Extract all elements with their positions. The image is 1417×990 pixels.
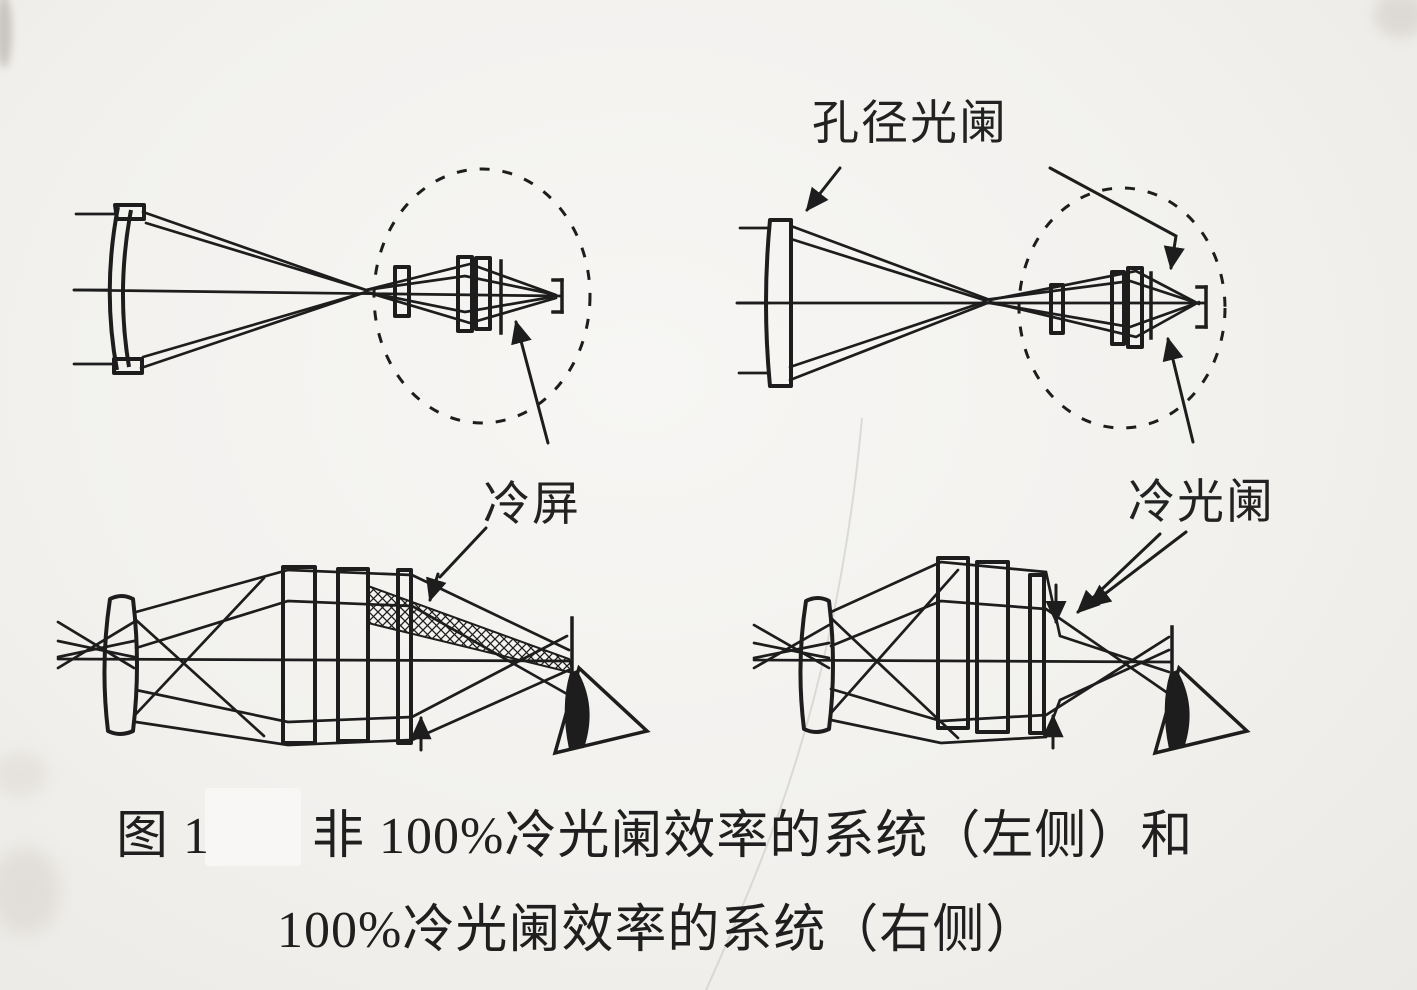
objective-mirror — [107, 203, 146, 375]
cold-shield-aperture-arrows — [410, 526, 488, 752]
detector — [551, 278, 564, 314]
field-lens — [1049, 283, 1065, 335]
aperture-stop-label: 孔径光阑 — [812, 98, 1008, 150]
cold-shield-label: 冷屏 — [483, 479, 581, 531]
lens-group — [936, 556, 1010, 734]
dewar-outline — [1017, 186, 1227, 430]
cold-stop-pointer-up — [1162, 336, 1195, 444]
aperture-stop-pointer-line — [1048, 166, 1185, 271]
figure-number: 图 1 — [116, 808, 211, 865]
ray-bundle — [735, 224, 1206, 382]
detector-eye — [1152, 625, 1251, 756]
cold-stop-label-arrows — [1076, 530, 1188, 614]
front-lens — [102, 594, 139, 736]
cold-shield-window — [396, 568, 413, 745]
lens-group — [1110, 266, 1144, 349]
cold-stop-label: 冷光阑 — [1128, 477, 1275, 529]
system-bottom-left — [56, 526, 651, 756]
lens-group — [456, 255, 492, 333]
system-top-right — [735, 166, 1227, 444]
cold-shield-pointer-up — [511, 319, 550, 445]
front-lens — [798, 596, 835, 734]
dewar-outline — [372, 167, 592, 425]
ray-bundle — [56, 568, 573, 747]
cold-stop-aperture-arrows — [1042, 583, 1067, 750]
detector — [1195, 285, 1208, 329]
ray-bundle — [72, 210, 563, 370]
lens-group — [281, 565, 370, 745]
detector-eye — [552, 616, 651, 756]
whiteout-patch — [205, 788, 301, 866]
caption-line2: 100%冷光阑效率的系统（右侧） — [277, 902, 1039, 959]
aperture-stop-arrow — [805, 166, 842, 212]
objective-lens — [764, 218, 793, 388]
caption-line1: 非 100%冷光阑效率的系统（左侧）和 — [312, 808, 1194, 865]
field-lens — [393, 265, 411, 318]
ray-bundle — [752, 560, 1173, 745]
cold-stop-window — [1028, 573, 1046, 735]
system-bottom-right — [752, 530, 1251, 756]
system-top-left — [72, 167, 592, 445]
paper-crease — [705, 417, 863, 990]
